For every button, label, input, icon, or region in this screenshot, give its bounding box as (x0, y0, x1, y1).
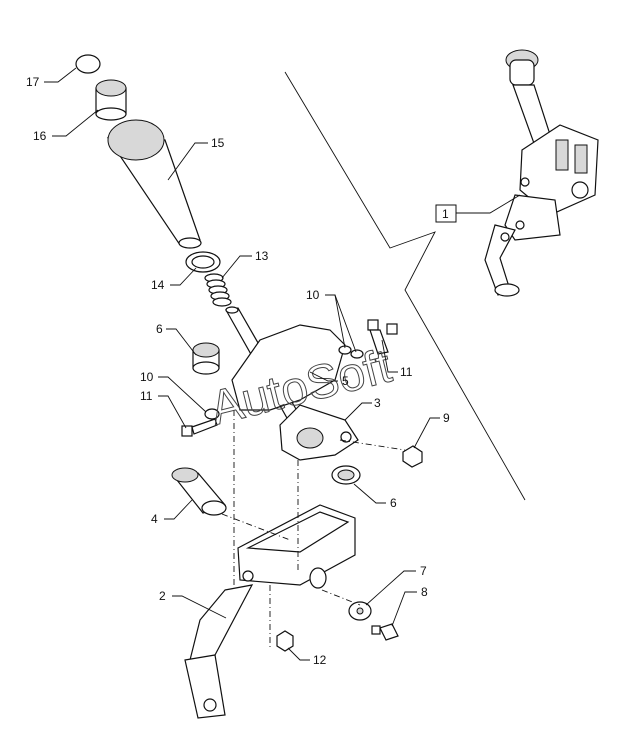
part-pin (171, 467, 227, 516)
callout-15: 15 (211, 136, 225, 150)
callout-8: 8 (421, 585, 428, 599)
callout-17: 17 (26, 75, 40, 89)
callout-7: 7 (420, 564, 427, 578)
callout-1-box (435, 204, 457, 223)
callout-3: 3 (374, 396, 381, 410)
callout-4: 4 (151, 512, 158, 526)
part-bolt-8 (371, 623, 399, 641)
part-spring (204, 273, 232, 307)
callout-10-left: 10 (140, 370, 154, 384)
part-grip (106, 119, 202, 249)
part-nut-9 (402, 445, 423, 468)
part-bolt-left (181, 418, 218, 437)
callout-2: 2 (159, 589, 166, 603)
part-main-bracket (184, 504, 356, 719)
callout-14: 14 (151, 278, 165, 292)
part-cap (75, 54, 101, 74)
callout-10-right: 10 (306, 288, 320, 302)
callout-1: 1 (442, 207, 449, 221)
callout-9: 9 (443, 411, 450, 425)
part-washer-a (204, 408, 220, 420)
callout-13: 13 (255, 249, 269, 263)
callout-6-lower: 6 (390, 496, 397, 510)
callout-11-left: 11 (140, 389, 153, 403)
callout-16: 16 (33, 129, 47, 143)
part-sleeve (95, 79, 127, 121)
part-bushing-upper (192, 342, 220, 375)
part-bushing-lower (331, 465, 361, 485)
callout-11-right: 11 (400, 365, 413, 379)
part-gate-bracket (231, 324, 346, 411)
callout-12: 12 (313, 653, 327, 667)
part-nut-12 (276, 630, 294, 652)
callout-6-upper: 6 (156, 322, 163, 336)
inset-assembly (484, 49, 599, 297)
section-divider (284, 71, 526, 501)
callout-5: 5 (342, 374, 349, 388)
